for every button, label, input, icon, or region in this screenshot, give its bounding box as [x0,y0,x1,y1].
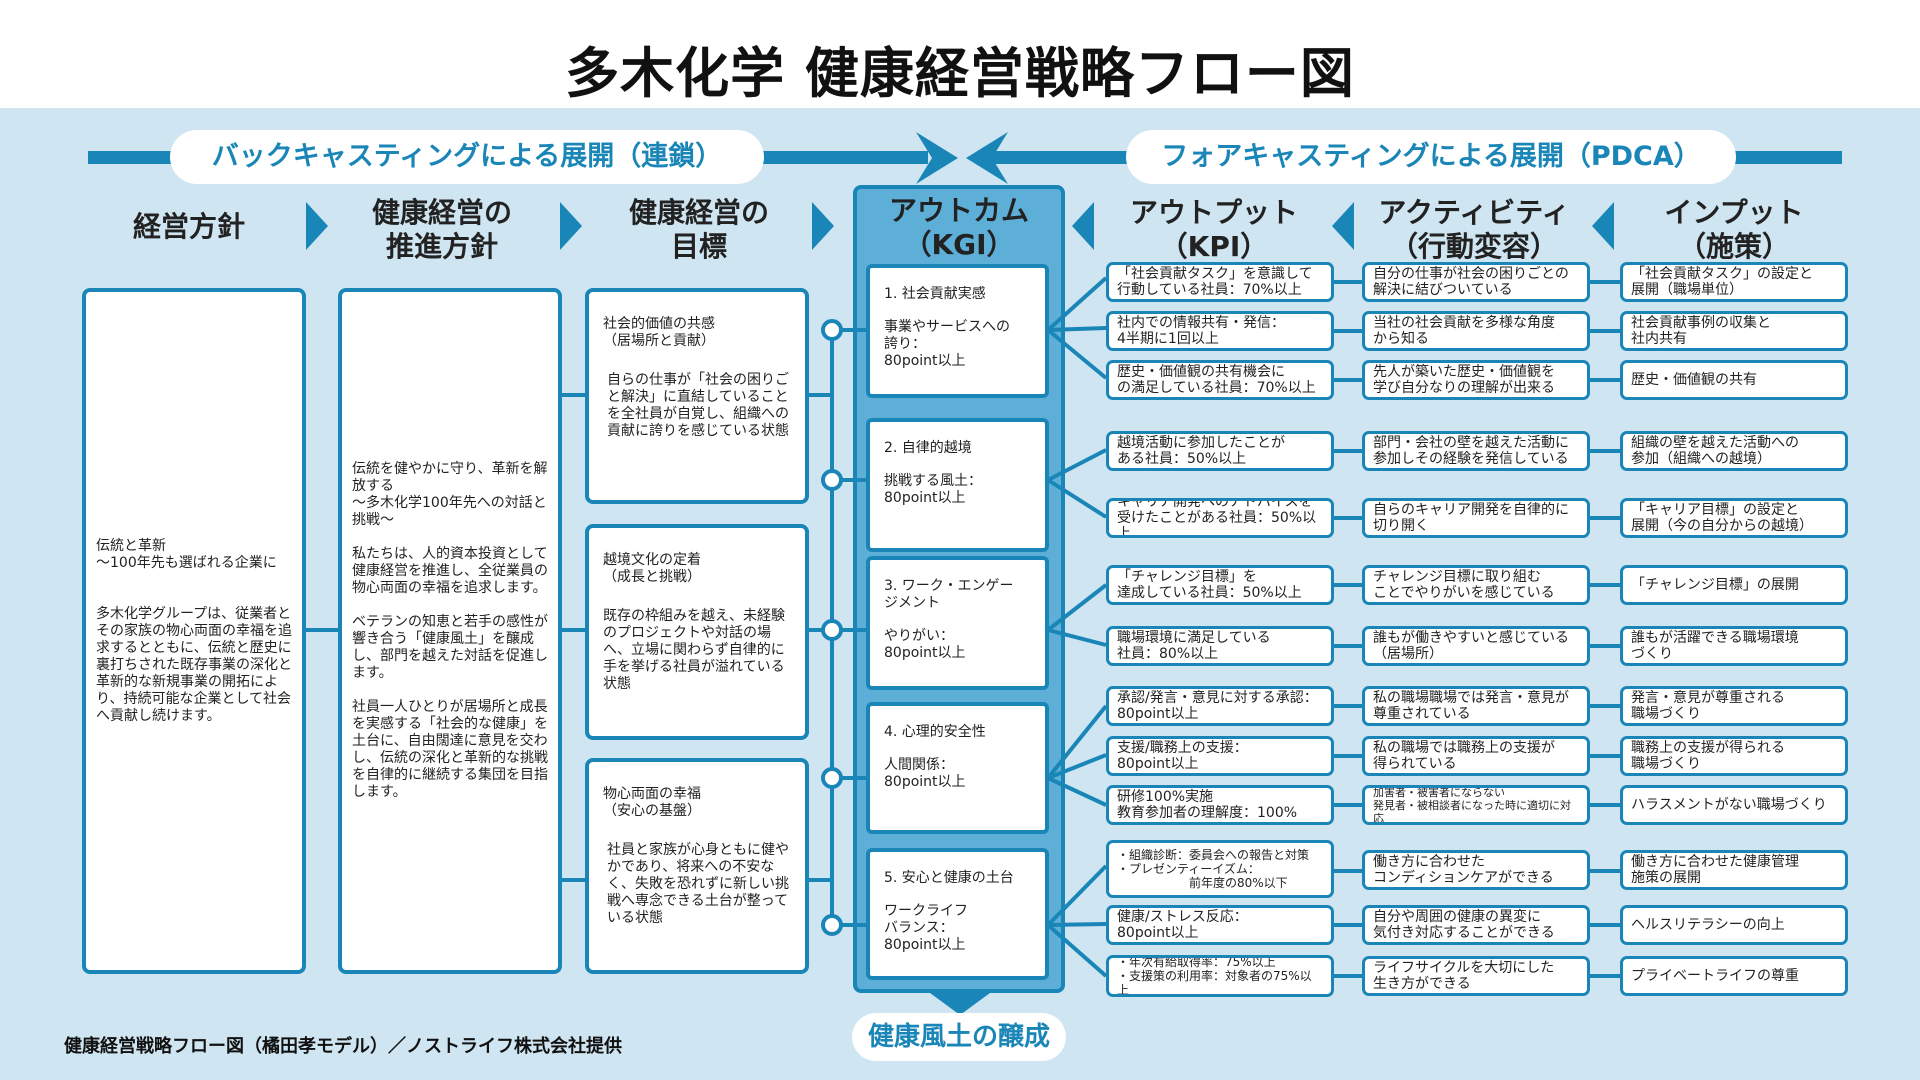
kgi-body: 挑戦する風土： 80point以上 [884,473,982,506]
header-policy: 経営方針 [132,210,245,243]
chevron-left-icon [1332,202,1354,250]
kgi-body: やりがい： 80point以上 [884,628,966,661]
kpi-box: キャリア開発へのアドバイスを 受けたことがある社員：50%以上 [1106,498,1334,538]
activity-box: 加害者・被害者にならない 発見者・被相談者になった時に適切に対応 [1362,785,1590,825]
kgi-box: 5. 安心と健康の土台 ワークライフ バランス： 80point以上 [866,848,1049,980]
activity-box: ライフサイクルを大切にした 生き方ができる [1362,956,1590,996]
culture-label: 健康風土の醸成 [852,1013,1066,1061]
activity-box: 先人が築いた歴史・価値観を 学び自分なりの理解が出来る [1362,360,1590,400]
goal-box: 越境文化の定着 （成長と挑戦） 既存の枠組みを越え、未経験のプロジェクトや対話の… [585,524,809,740]
kgi-body: 人間関係： 80point以上 [884,757,966,790]
kgi-title: 4. 心理的安全性 [884,724,986,740]
header-activity: アクティビティ （行動変容） [1378,196,1570,263]
forecasting-banner: フォアキャスティングによる展開（PDCA） [1126,130,1736,184]
activity-box: 自らのキャリア開発を自律的に 切り開く [1362,498,1590,538]
kpi-box: 研修100%実施 教育参加者の理解度：100% [1106,785,1334,825]
activity-box: 誰もが働きやすいと感じている （居場所） [1362,626,1590,666]
connector-node [821,767,843,789]
goal-box: 物心両面の幸福 （安心の基盤） 社員と家族が心身ともに健やかであり、将来への不安… [585,758,809,974]
goal-box: 社会的価値の共感 （居場所と貢献） 自らの仕事が「社会の困りごと解決」に直結して… [585,288,809,504]
left-pointing-arrow [966,132,1008,184]
header-promotion: 健康経営の 推進方針 [371,196,512,263]
activity-box: 私の職場では職務上の支援が 得られている [1362,736,1590,776]
input-box: 働き方に合わせた健康管理 施策の展開 [1620,850,1848,890]
convergence-arrows [916,132,1008,184]
input-box: 誰もが活躍できる職場環境 づくり [1620,626,1848,666]
goal-body: 既存の枠組みを越え、未経験のプロジェクトや対話の場へ、立場に関わらず自律的に手を… [603,608,785,692]
kpi-box: 職場環境に満足している 社員：80%以上 [1106,626,1334,666]
kpi-box: 「社会貢献タスク」を意識して 行動している社員：70%以上 [1106,262,1334,302]
chevron-right-icon [560,202,582,250]
management-policy-text: 伝統と革新 ～100年先も選ばれる企業に 多木化学グループは、従業者とその家族の… [96,537,292,724]
input-box: 「社会貢献タスク」の設定と 展開（職場単位） [1620,262,1848,302]
connector-node [821,914,843,936]
chevron-right-icon [306,202,328,250]
kpi-box: 健康/ストレス反応： 80point以上 [1106,905,1334,945]
header-goals: 健康経営の 目標 [628,196,769,263]
kpi-box: 承認/発言・意見に対する承認： 80point以上 [1106,686,1334,726]
input-box: プライベートライフの尊重 [1620,956,1848,996]
input-box: ヘルスリテラシーの向上 [1620,905,1848,945]
backcasting-banner: バックキャスティングによる展開（連鎖） [170,130,764,184]
kgi-box: 3. ワーク・エンゲー ジメント やりがい： 80point以上 [866,556,1049,690]
activity-box: 部門・会社の壁を越えた活動に 参加しその経験を発信している [1362,431,1590,471]
kgi-body: 事業やサービスへの 誇り： 80point以上 [884,319,1010,369]
activity-box: 私の職場職場では発言・意見が 尊重されている [1362,686,1590,726]
down-arrow-icon [930,993,990,1015]
header-output: アウトプット （KPI） [1129,196,1298,263]
kpi-box: ・年次有給取得率：75%以上 ・支援策の利用率：対象者の75%以上 [1106,955,1334,997]
kpi-box: 社内での情報共有・発信： 4半期に1回以上 [1106,311,1334,351]
activity-box: 自分の仕事が社会の困りごとの 解決に結びついている [1362,262,1590,302]
input-box: 社会貢献事例の収集と 社内共有 [1620,311,1848,351]
chevron-left-icon [1592,202,1614,250]
promotion-policy-box: 伝統を健やかに守り、革新を解放する ～多木化学100年先への対話と挑戦～ 私たち… [338,288,562,974]
kpi-box: ・組織診断：委員会への報告と対策 ・プレゼンティーイズム： 前年度の80%以下 [1106,840,1334,898]
promotion-policy-text: 伝統を健やかに守り、革新を解放する ～多木化学100年先への対話と挑戦～ 私たち… [352,461,548,800]
input-box: ハラスメントがない職場づくり [1620,785,1848,825]
kgi-box: 4. 心理的安全性 人間関係： 80point以上 [866,702,1049,834]
goal-title: 物心両面の幸福 （安心の基盤） [603,786,701,819]
connector-node [821,619,843,641]
chevron-right-icon [812,202,834,250]
chevron-left-icon [1072,202,1094,250]
input-box: 歴史・価値観の共有 [1620,360,1848,400]
goal-title: 越境文化の定着 （成長と挑戦） [603,552,701,585]
kgi-box: 2. 自律的越境 挑戦する風土： 80point以上 [866,418,1049,552]
kgi-body: ワークライフ バランス： 80point以上 [884,903,968,953]
right-pointing-arrow [916,132,958,184]
input-box: 「チャレンジ目標」の展開 [1620,565,1848,605]
goal-body: 社員と家族が心身ともに健やかであり、将来への不安なく、失敗を恐れずに新しい挑戦へ… [607,842,789,926]
connector-node [821,319,843,341]
header-outcome: アウトカム （KGI） [888,194,1029,261]
input-box: 「キャリア目標」の設定と 展開（今の自分からの越境） [1620,498,1848,538]
page-title: 多木化学 健康経営戦略フロー図 [565,42,1355,105]
kpi-box: 歴史・価値観の共有機会に の満足している社員：70%以上 [1106,360,1334,400]
kgi-title: 1. 社会貢献実感 [884,286,986,302]
management-policy-box: 伝統と革新 ～100年先も選ばれる企業に 多木化学グループは、従業者とその家族の… [82,288,306,974]
input-box: 職務上の支援が得られる 職場づくり [1620,736,1848,776]
footer-credit: 健康経営戦略フロー図（橘田孝モデル）／ノストライフ株式会社提供 [64,1036,622,1057]
kgi-title: 5. 安心と健康の土台 [884,870,1014,886]
goal-title: 社会的価値の共感 （居場所と貢献） [603,316,715,349]
kgi-title: 2. 自律的越境 [884,440,972,456]
goal-body: 自らの仕事が「社会の困りごと解決」に直結していることを全社員が自覚し、組織への貢… [607,372,789,439]
input-box: 発言・意見が尊重される 職場づくり [1620,686,1848,726]
activity-box: 当社の社会貢献を多様な角度 から知る [1362,311,1590,351]
activity-box: チャレンジ目標に取り組む ことでやりがいを感じている [1362,565,1590,605]
activity-box: 働き方に合わせた コンディションケアができる [1362,850,1590,890]
kgi-box: 1. 社会貢献実感 事業やサービスへの 誇り： 80point以上 [866,264,1049,398]
input-box: 組織の壁を越えた活動への 参加（組織への越境） [1620,431,1848,471]
kpi-box: 支援/職務上の支援： 80point以上 [1106,736,1334,776]
kpi-box: 「チャレンジ目標」を 達成している社員：50%以上 [1106,565,1334,605]
connector-node [821,469,843,491]
kpi-box: 越境活動に参加したことが ある社員：50%以上 [1106,431,1334,471]
kgi-title: 3. ワーク・エンゲー ジメント [884,578,1014,611]
header-input: インプット （施策） [1664,196,1804,263]
activity-box: 自分や周囲の健康の異変に 気付き対応することができる [1362,905,1590,945]
